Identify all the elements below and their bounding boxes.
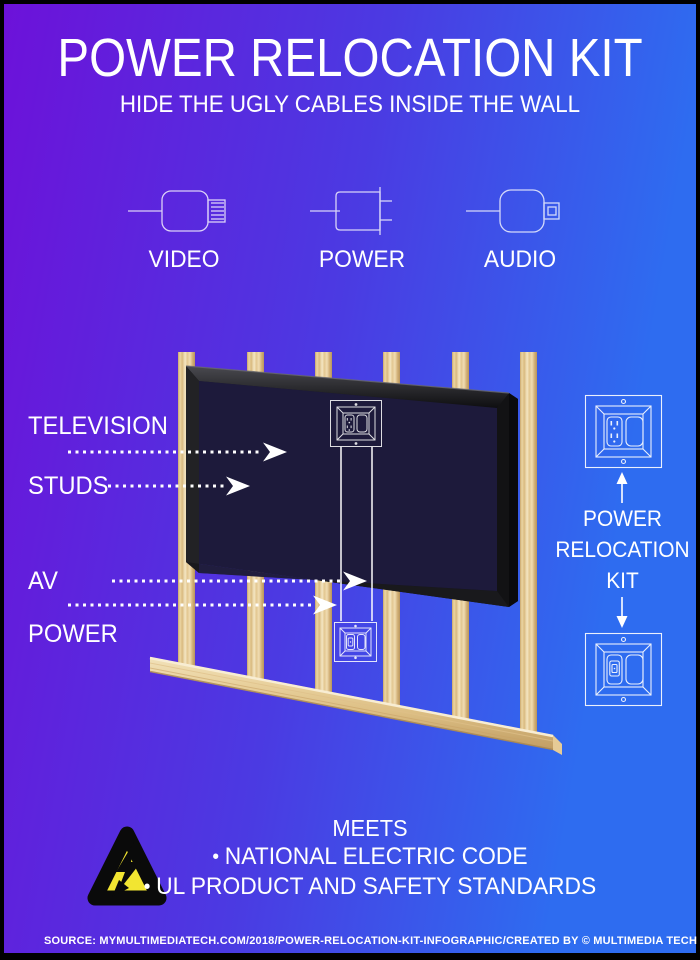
label-power: POWER [28,620,118,648]
label-studs: STUDS [28,472,109,500]
kit-label: POWER RELOCATION KIT [554,503,692,596]
compliance-heading: MEETS [332,815,408,841]
power-plug-icon [310,187,392,235]
in-wall-cable-lines [340,447,373,621]
audio-label: AUDIO [483,246,557,273]
footer-credit: CREATED BY © MULTIMEDIA TECH [505,935,698,947]
av-arrow [112,571,367,591]
bullet-icon: • [212,846,220,868]
compliance-item: •NATIONAL ELECTRIC CODE [114,842,627,872]
power-arrow [68,595,337,615]
compliance-item: •UL PRODUCT AND SAFETY STANDARDS [114,872,627,902]
video-plug-icon [128,190,226,232]
tv-screen [199,381,497,591]
warning-triangle-icon [87,826,167,906]
compliance-item1-text: NATIONAL ELECTRIC CODE [224,843,528,870]
in-wall-outlet-bottom-icon [334,622,377,662]
video-label: VIDEO [148,246,220,273]
compliance-block: MEETS •NATIONAL ELECTRIC CODE •UL PRODUC… [100,815,640,902]
power-label: POWER [318,246,406,273]
connector-power: POWER [306,186,418,274]
studs-arrow [108,476,250,496]
television-arrow [68,442,287,462]
connector-video: VIDEO [128,186,240,274]
connector-audio: AUDIO [464,186,576,274]
bullet-icon: • [143,876,151,898]
page-subtitle: HIDE THE UGLY CABLES INSIDE THE WALL [119,91,581,118]
kit-label-line2: RELOCATION [555,537,690,562]
compliance-item2-text: UL PRODUCT AND SAFETY STANDARDS [156,873,597,900]
footer-source: SOURCE: MYMULTIMEDIATECH.COM/2018/POWER-… [44,935,506,947]
footer: SOURCE: MYMULTIMEDIATECH.COM/2018/POWER-… [44,935,697,947]
kit-outlet-bottom-icon [584,632,663,707]
in-wall-outlet-top-icon [330,400,382,447]
page-title: POWER RELOCATION KIT [57,28,643,88]
kit-arrow-down [616,597,628,628]
stud [520,352,537,738]
kit-label-line3: KIT [606,568,639,593]
label-television: TELEVISION [28,412,168,440]
kit-label-line1: POWER [583,506,662,531]
label-av: AV [28,567,58,595]
kit-outlet-top-icon [584,394,663,469]
label-arrows [68,442,367,615]
wall-bottom-plate [149,656,562,755]
audio-plug-icon [466,189,560,233]
kit-arrow-up [616,472,628,503]
television-illustration [185,365,518,607]
